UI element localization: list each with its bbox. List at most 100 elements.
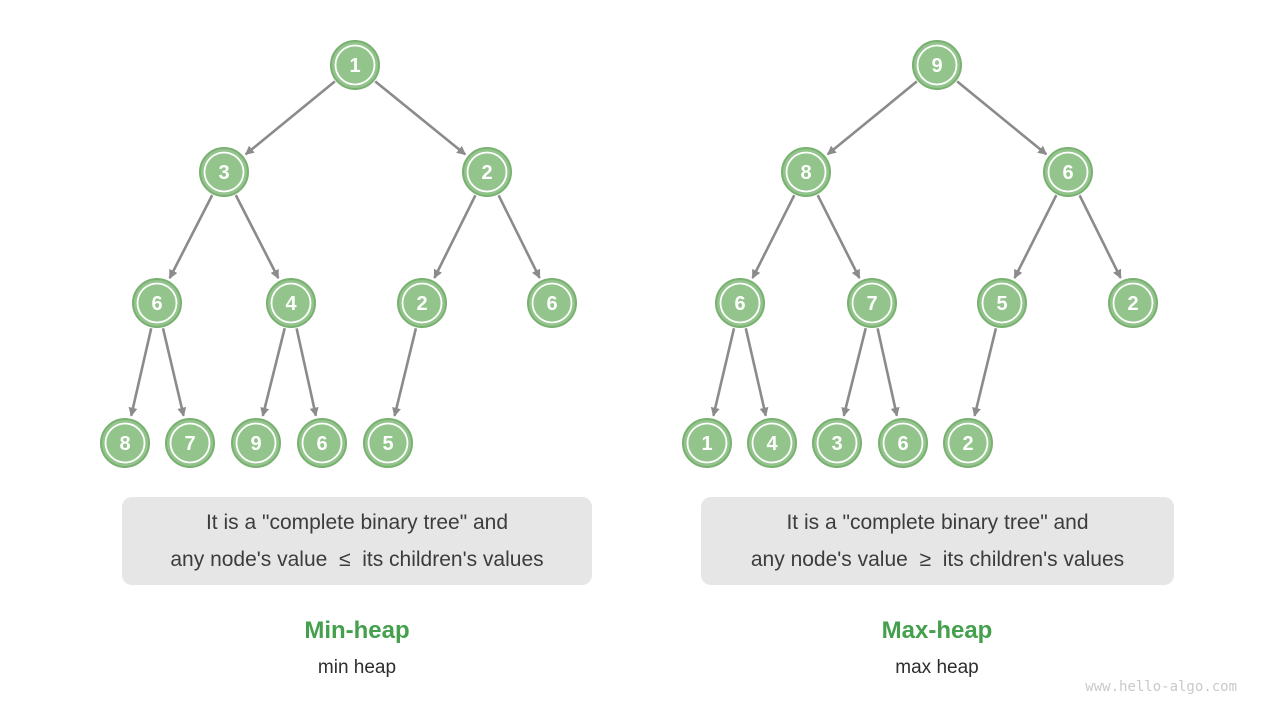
max-heap-node: 6 [715, 278, 765, 328]
node-inner-ring [686, 422, 728, 464]
node-circle [132, 278, 182, 328]
min-heap-node: 1 [330, 40, 380, 90]
max-heap-caption-line2: any node's value ≥ its children's values [750, 548, 1125, 571]
node-circle [1108, 278, 1158, 328]
node-circle [682, 418, 732, 468]
node-circle [165, 418, 215, 468]
tree-edge [374, 80, 467, 156]
node-value: 3 [218, 162, 229, 184]
node-inner-ring [466, 151, 508, 193]
node-circle [747, 418, 797, 468]
node-circle [1043, 147, 1093, 197]
node-value: 6 [1062, 162, 1073, 184]
node-circle [781, 147, 831, 197]
min-heap-caption-line1: It is a "complete binary tree" and [205, 510, 509, 534]
tree-edge [234, 194, 280, 279]
node-circle [527, 278, 577, 328]
tree-edge [497, 194, 541, 279]
node-inner-ring [751, 422, 793, 464]
min-heap-node: 2 [462, 147, 512, 197]
tree-edge [876, 328, 900, 417]
min-heap-node: 6 [132, 278, 182, 328]
tree-edge [841, 327, 867, 417]
node-value: 1 [701, 433, 712, 455]
node-value: 5 [996, 293, 1007, 315]
node-value: 2 [481, 162, 492, 184]
node-inner-ring [719, 282, 761, 324]
watermark: www.hello-algo.com [1085, 679, 1237, 695]
node-inner-ring [270, 282, 312, 324]
node-inner-ring [981, 282, 1023, 324]
min-heap-node: 6 [297, 418, 347, 468]
node-circle [812, 418, 862, 468]
max-heap-node: 9 [912, 40, 962, 90]
node-value: 9 [250, 433, 261, 455]
node-circle [847, 278, 897, 328]
node-inner-ring [169, 422, 211, 464]
max-heap-subtitle: max heap [895, 657, 979, 678]
node-value: 7 [184, 433, 195, 455]
node-circle [363, 418, 413, 468]
node-circle [297, 418, 347, 468]
tree-edge [392, 327, 418, 417]
node-inner-ring [785, 151, 827, 193]
tree-edge [433, 194, 477, 279]
max-heap-node: 2 [943, 418, 993, 468]
node-circle [912, 40, 962, 90]
max-heap-node: 6 [1043, 147, 1093, 197]
node-circle [199, 147, 249, 197]
max-heap-caption-box: It is a "complete binary tree" and any n… [701, 497, 1174, 585]
node-value: 9 [931, 55, 942, 77]
tree-edge [295, 328, 319, 417]
node-inner-ring [851, 282, 893, 324]
node-circle [100, 418, 150, 468]
node-value: 8 [119, 433, 130, 455]
node-value: 2 [962, 433, 973, 455]
node-value: 8 [800, 162, 811, 184]
node-circle [397, 278, 447, 328]
node-circle [878, 418, 928, 468]
node-circle [943, 418, 993, 468]
min-heap-node: 9 [231, 418, 281, 468]
node-inner-ring [104, 422, 146, 464]
max-heap-node: 1 [682, 418, 732, 468]
node-value: 6 [151, 293, 162, 315]
max-heap-node: 8 [781, 147, 831, 197]
node-inner-ring [882, 422, 924, 464]
node-inner-ring [1112, 282, 1154, 324]
node-circle [715, 278, 765, 328]
max-heap-node: 7 [847, 278, 897, 328]
tree-edge [972, 327, 998, 417]
tree-edge [710, 328, 736, 417]
tree-edge [244, 80, 336, 156]
tree-edge [956, 80, 1048, 156]
node-value: 5 [382, 433, 393, 455]
max-heap-node: 6 [878, 418, 928, 468]
tree-edge [168, 194, 214, 279]
min-heap-caption-line2: any node's value ≤ its children's values [170, 548, 544, 571]
min-heap-node: 5 [363, 418, 413, 468]
node-inner-ring [136, 282, 178, 324]
node-value: 4 [285, 293, 297, 315]
node-circle [462, 147, 512, 197]
node-inner-ring [334, 44, 376, 86]
tree-edge [161, 328, 187, 417]
node-value: 3 [831, 433, 842, 455]
node-value: 7 [866, 293, 877, 315]
max-heap-caption-line1: It is a "complete binary tree" and [786, 510, 1089, 534]
node-inner-ring [203, 151, 245, 193]
min-heap-node: 6 [527, 278, 577, 328]
max-heap-node: 5 [977, 278, 1027, 328]
node-circle [231, 418, 281, 468]
node-value: 6 [897, 433, 908, 455]
max-heap-node: 2 [1108, 278, 1158, 328]
node-inner-ring [235, 422, 277, 464]
node-value: 6 [316, 433, 327, 455]
node-inner-ring [301, 422, 343, 464]
tree-edge [260, 327, 286, 417]
node-inner-ring [531, 282, 573, 324]
node-inner-ring [1047, 151, 1089, 193]
